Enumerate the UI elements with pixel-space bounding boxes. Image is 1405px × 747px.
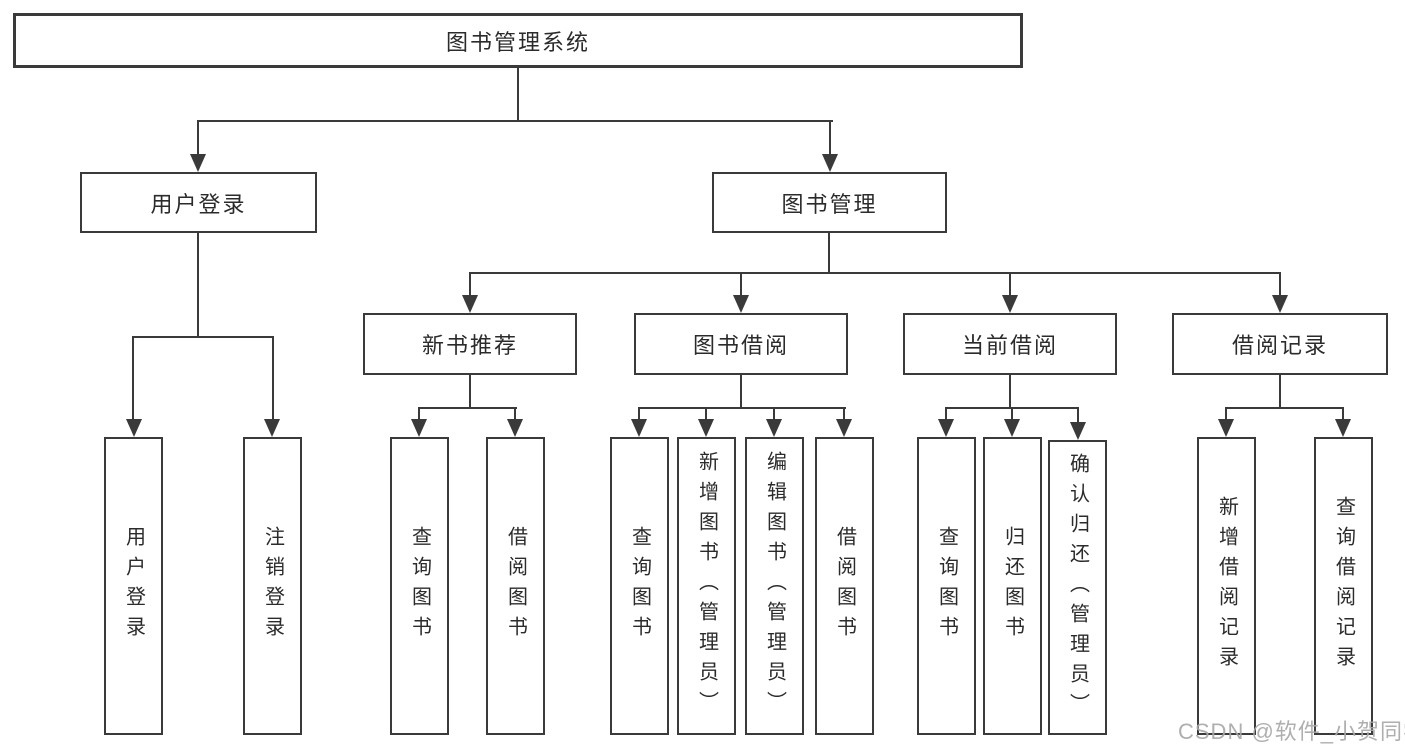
leaf-label-add-borrow-record: 新增借阅记录 (1215, 496, 1238, 676)
arrow-down-icon (822, 154, 838, 172)
arrow-down-icon (462, 295, 478, 313)
connector-root-branch (197, 120, 833, 122)
arrow-down-icon (766, 419, 782, 437)
leaf-label-query-borrow-record: 查询借阅记录 (1332, 496, 1355, 676)
leaf-label-logout: 注销登录 (261, 526, 284, 646)
connector-book-mgmt-drop-2 (740, 272, 742, 297)
node-label-current-borrow: 当前借阅 (961, 333, 1058, 358)
leaf-label-user-login: 用户登录 (122, 526, 145, 646)
leaf-label-confirm-return-admin: 确认归还（管理员） (1066, 452, 1089, 723)
leaf-query-books-3: 查询图书 (917, 437, 976, 735)
connector-record-branch (1225, 407, 1344, 409)
node-book-management: 图书管理 (712, 172, 947, 233)
connector-book-mgmt-branch (469, 272, 1279, 274)
connector-recommend-drop-2 (514, 407, 516, 421)
connector-record-drop-1 (1225, 407, 1227, 421)
arrow-down-icon (1002, 295, 1018, 313)
connector-user-login-drop-1 (132, 336, 134, 421)
connector-user-login-branch (132, 336, 274, 338)
leaf-label-return-books: 归还图书 (1001, 526, 1024, 646)
node-borrow-record: 借阅记录 (1172, 313, 1388, 375)
connector-book-mgmt-stem (828, 233, 830, 272)
arrow-down-icon (1218, 419, 1234, 437)
arrow-down-icon (1070, 422, 1086, 440)
node-current-borrow: 当前借阅 (903, 313, 1117, 375)
arrow-down-icon (264, 419, 280, 437)
arrow-down-icon (938, 419, 954, 437)
leaf-borrow-books-1: 借阅图书 (486, 437, 545, 735)
connector-root-right-drop (829, 120, 831, 156)
arrow-down-icon (411, 419, 427, 437)
leaf-query-books-2: 查询图书 (610, 437, 669, 735)
connector-book-mgmt-drop-1 (469, 272, 471, 297)
connector-current-drop-2 (1011, 407, 1013, 421)
connector-borrow-drop-3 (773, 407, 775, 421)
connector-root-left-drop (197, 120, 199, 156)
leaf-confirm-return-admin: 确认归还（管理员） (1048, 440, 1107, 735)
arrow-down-icon (836, 419, 852, 437)
leaf-label-query-books-2: 查询图书 (628, 526, 651, 646)
node-label-new-book-recommend: 新书推荐 (421, 333, 518, 358)
csdn-watermark: CSDN @软件_小贺同学 (1178, 719, 1405, 744)
leaf-query-borrow-record: 查询借阅记录 (1314, 437, 1373, 735)
leaf-edit-books-admin: 编辑图书（管理员） (745, 437, 804, 735)
node-book-borrow: 图书借阅 (634, 313, 848, 375)
node-library-management-system: 图书管理系统 (13, 13, 1023, 68)
connector-recommend-drop-1 (418, 407, 420, 421)
connector-recommend-stem (469, 375, 471, 407)
node-new-book-recommend: 新书推荐 (363, 313, 577, 375)
leaf-user-login: 用户登录 (104, 437, 163, 735)
arrow-down-icon (507, 419, 523, 437)
connector-user-login-drop-2 (272, 336, 274, 421)
connector-book-mgmt-drop-4 (1279, 272, 1281, 297)
connector-record-drop-2 (1342, 407, 1344, 421)
leaf-add-borrow-record: 新增借阅记录 (1197, 437, 1256, 735)
leaf-label-query-books-3: 查询图书 (935, 526, 958, 646)
connector-borrow-branch (638, 407, 846, 409)
leaf-borrow-books-2: 借阅图书 (815, 437, 874, 735)
connector-borrow-stem (740, 375, 742, 407)
leaf-add-books-admin: 新增图书（管理员） (677, 437, 736, 735)
connector-borrow-drop-1 (638, 407, 640, 421)
connector-user-login-stem (197, 233, 199, 336)
arrow-down-icon (190, 154, 206, 172)
leaf-label-query-books-1: 查询图书 (408, 526, 431, 646)
arrow-down-icon (126, 419, 142, 437)
node-label-user-login: 用户登录 (150, 191, 247, 217)
connector-borrow-drop-2 (705, 407, 707, 421)
arrow-down-icon (698, 419, 714, 437)
node-label-book-management: 图书管理 (781, 191, 878, 217)
node-user-login: 用户登录 (80, 172, 317, 233)
connector-current-drop-1 (945, 407, 947, 421)
leaf-logout: 注销登录 (243, 437, 302, 735)
connector-current-stem (1009, 375, 1011, 407)
node-label-root: 图书管理系统 (445, 29, 590, 55)
leaf-label-borrow-books-2: 借阅图书 (833, 526, 856, 646)
connector-recommend-branch (418, 407, 517, 409)
leaf-label-add-books-admin: 新增图书（管理员） (695, 451, 718, 721)
arrow-down-icon (733, 295, 749, 313)
leaf-label-edit-books-admin: 编辑图书（管理员） (763, 451, 786, 721)
connector-record-stem (1279, 375, 1281, 407)
connector-root-stem (517, 68, 519, 120)
connector-borrow-drop-4 (843, 407, 845, 421)
node-label-borrow-record: 借阅记录 (1231, 333, 1328, 358)
arrow-down-icon (1272, 295, 1288, 313)
arrow-down-icon (631, 419, 647, 437)
node-label-book-borrow: 图书借阅 (692, 333, 789, 358)
arrow-down-icon (1004, 419, 1020, 437)
leaf-return-books: 归还图书 (983, 437, 1042, 735)
arrow-down-icon (1335, 419, 1351, 437)
connector-book-mgmt-drop-3 (1009, 272, 1011, 297)
connector-current-drop-3 (1077, 407, 1079, 423)
leaf-query-books-1: 查询图书 (390, 437, 449, 735)
leaf-label-borrow-books-1: 借阅图书 (504, 526, 527, 646)
